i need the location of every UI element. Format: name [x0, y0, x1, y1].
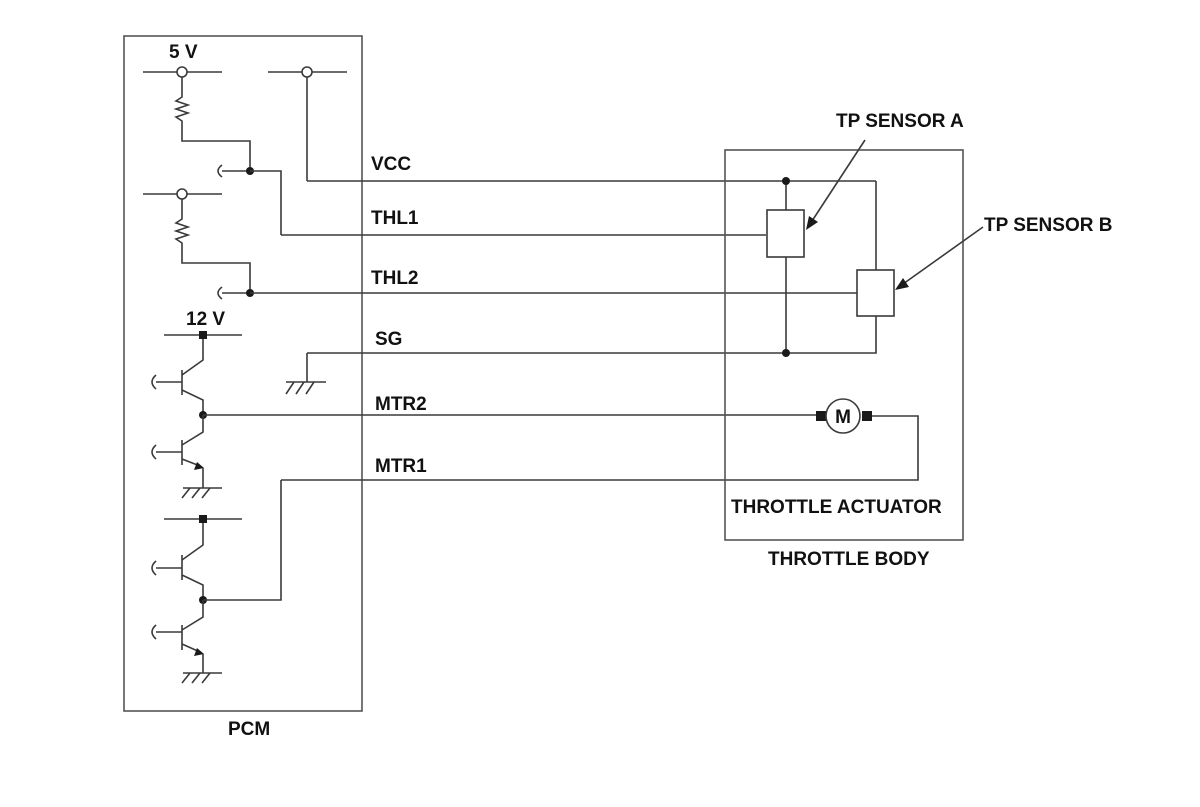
- label-thl2: THL2: [371, 268, 419, 289]
- label-tp-sensor-b: TP SENSOR B: [984, 215, 1112, 236]
- motor: [816, 398, 872, 434]
- label-vcc: VCC: [371, 154, 411, 175]
- pcm-5v-pullup-thl1: [143, 66, 282, 235]
- wire-mtr1: [281, 415, 919, 481]
- pcm-h-bridge-upper: [151, 331, 242, 499]
- arrow-tp-sensor-a: [806, 139, 866, 230]
- label-throttle-body: THROTTLE BODY: [768, 549, 930, 570]
- tp-sensor-a: [766, 177, 805, 357]
- label-throttle-actuator: THROTTLE ACTUATOR: [731, 497, 942, 518]
- arrow-tp-sensor-b: [895, 226, 984, 290]
- label-tp-sensor-a: TP SENSOR A: [836, 111, 964, 132]
- label-motor: M: [835, 407, 851, 428]
- wire-sg: [307, 316, 877, 354]
- label-12v: 12 V: [186, 309, 225, 330]
- throttle-body-box: [724, 149, 964, 541]
- label-mtr1: MTR1: [375, 456, 427, 477]
- label-pcm: PCM: [228, 719, 270, 740]
- label-mtr2: MTR2: [375, 394, 427, 415]
- pcm-h-bridge-lower: [151, 480, 282, 684]
- pcm-box: [123, 35, 363, 712]
- label-sg: SG: [375, 329, 402, 350]
- label-5v: 5 V: [169, 42, 198, 63]
- tp-sensor-b: [856, 269, 895, 317]
- pcm-vcc-supply: [268, 66, 347, 181]
- pcm-sg-ground: [285, 353, 326, 395]
- pcm-5v-pullup-thl2: [143, 188, 254, 300]
- label-thl1: THL1: [371, 208, 419, 229]
